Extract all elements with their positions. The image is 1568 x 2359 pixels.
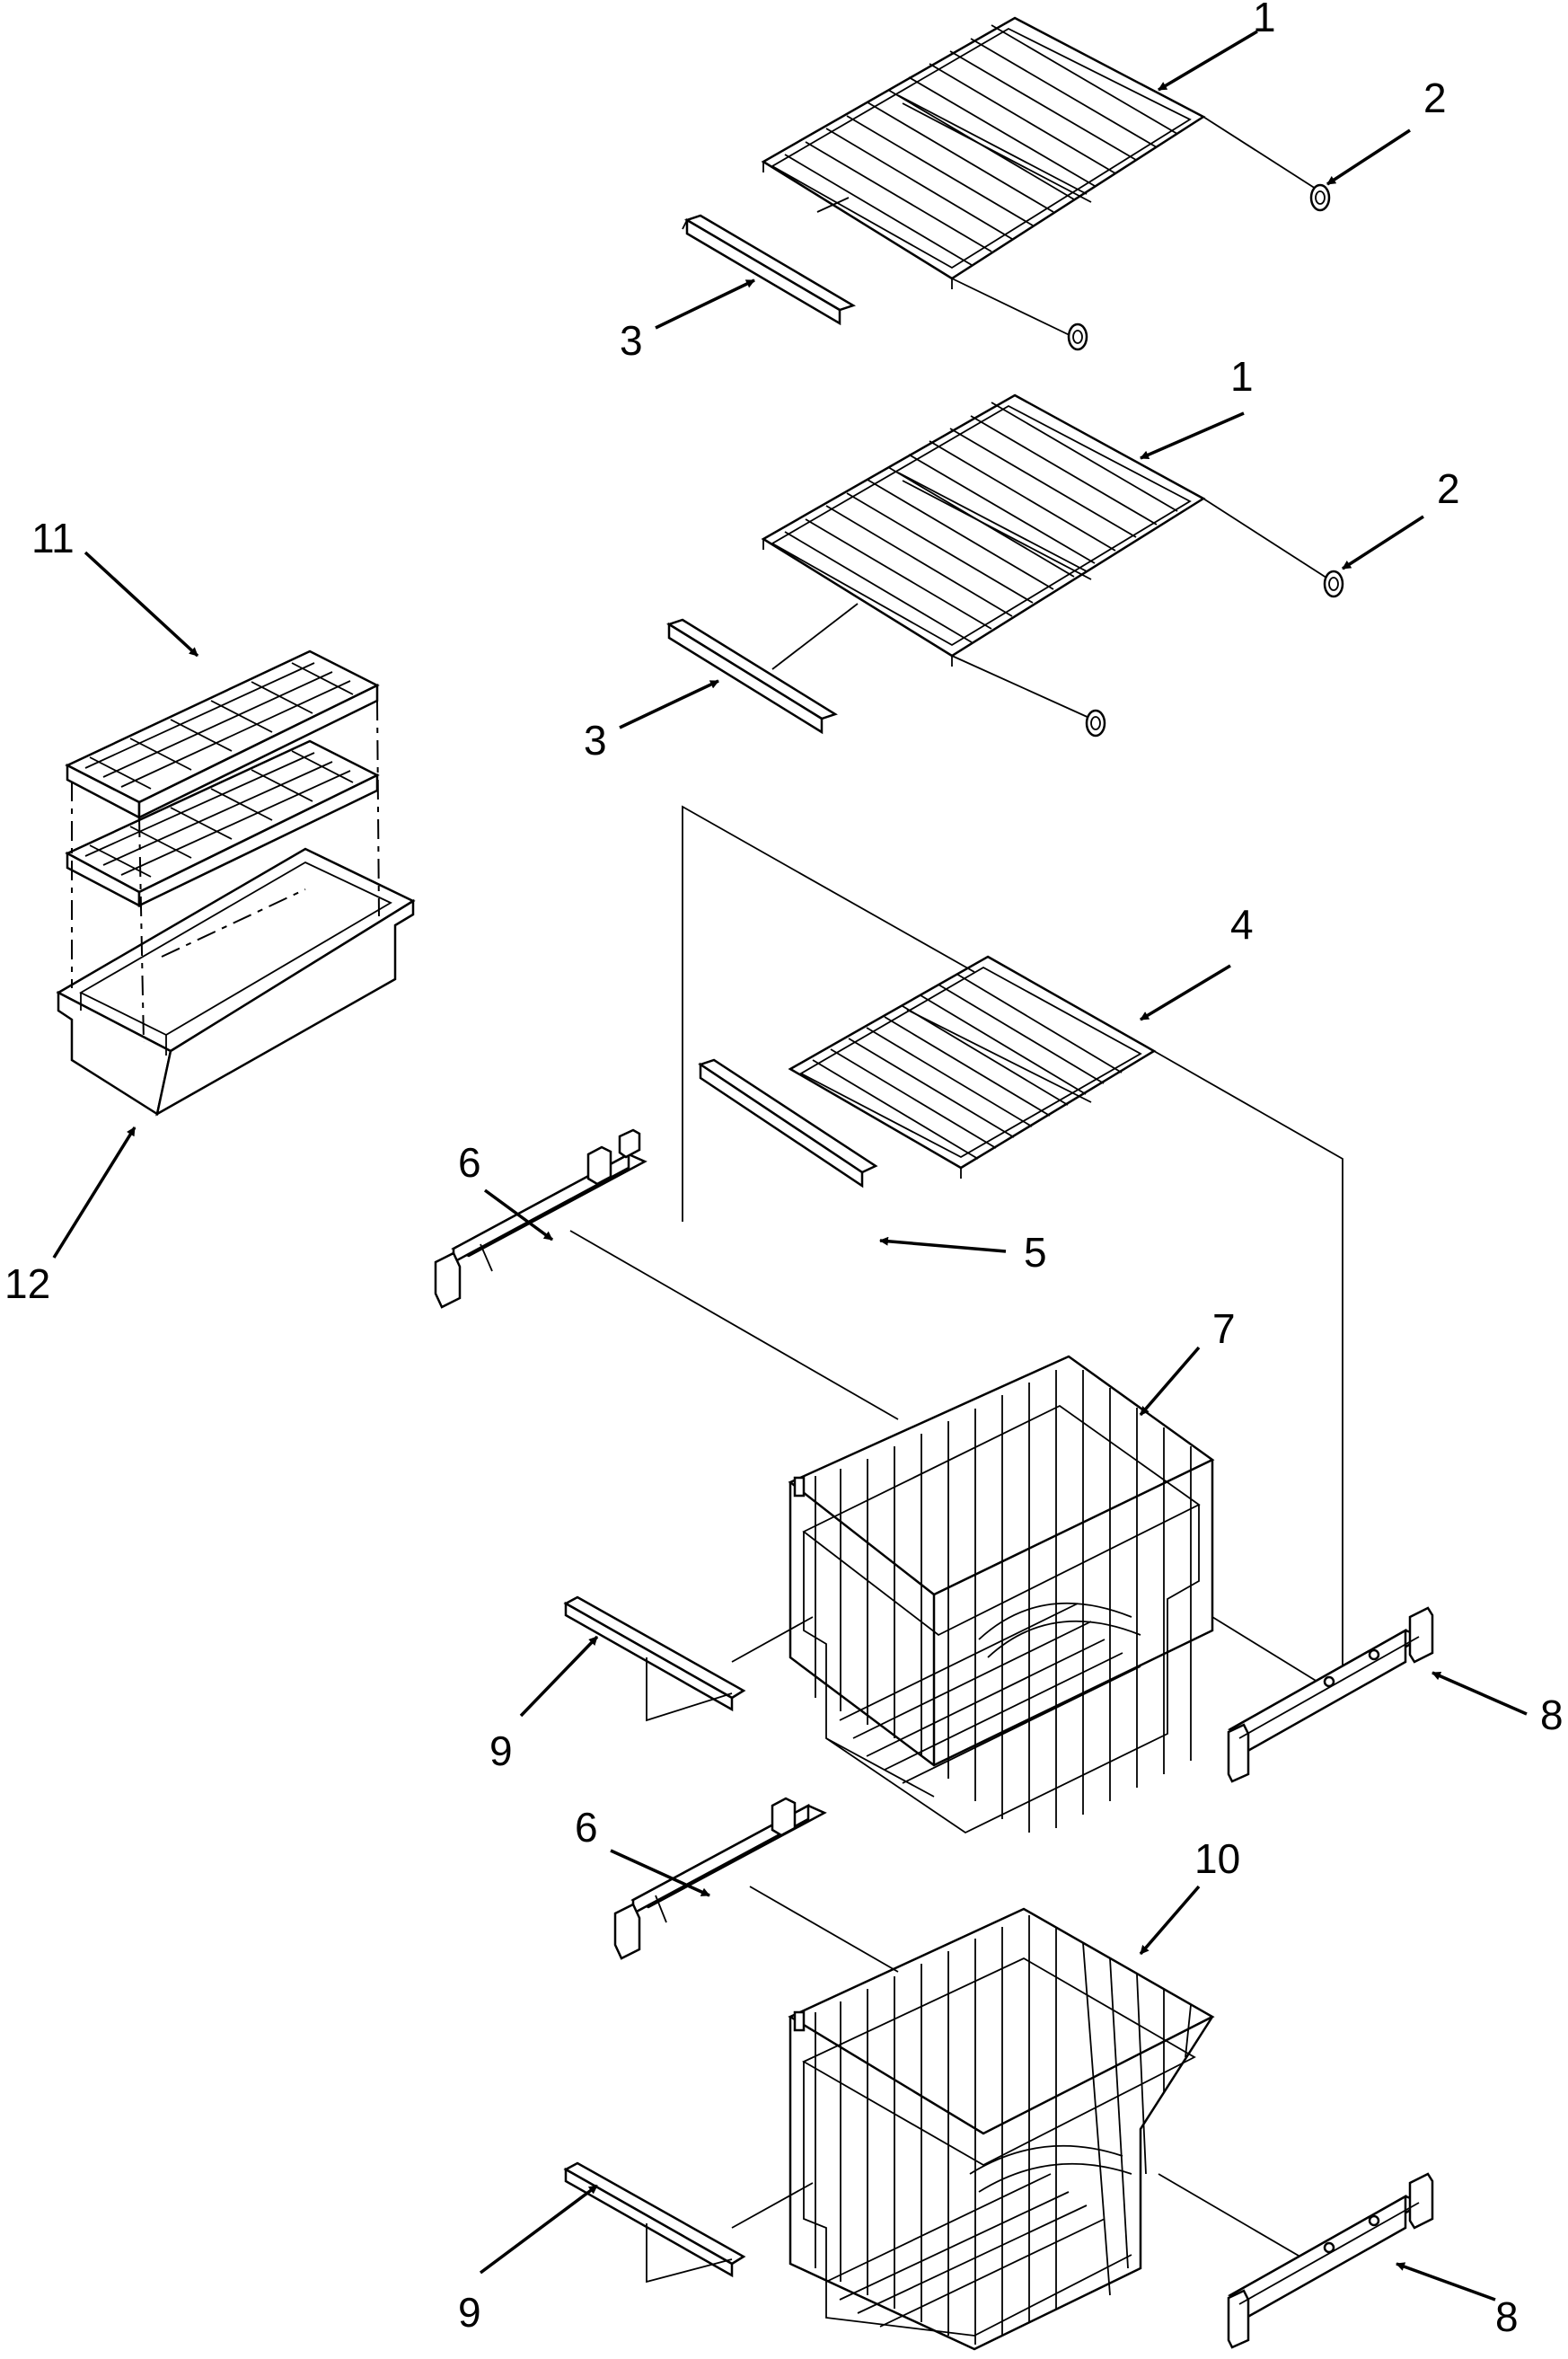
leader-line — [749, 1886, 899, 1973]
dashed-assembly-lines — [71, 700, 380, 1043]
leader-line — [1158, 2173, 1321, 2269]
callout-number: 8 — [1540, 1692, 1564, 1738]
callout-labels: 1 2 3 1 2 3 4 5 6 7 8 9 6 10 9 8 11 12 — [4, 0, 1564, 2340]
shelf-trim-strip — [682, 214, 857, 326]
leader-line — [951, 655, 1092, 720]
wire-basket-large — [788, 1355, 1215, 1834]
callout-number: 3 — [620, 317, 643, 364]
shelf-support-clip — [1067, 322, 1088, 351]
slide-rail-left-upper — [434, 1128, 647, 1309]
leader-line — [731, 2182, 814, 2229]
leader-line — [816, 197, 850, 213]
slide-rail-right-lower — [1227, 2172, 1434, 2349]
ice-bin — [56, 847, 416, 1117]
callout-number: 11 — [31, 515, 75, 561]
callout-number: 5 — [1024, 1229, 1047, 1276]
basket-trim-upper — [563, 1595, 746, 1722]
callout-number: 8 — [1495, 2293, 1519, 2340]
shelf-support-clip — [1085, 709, 1106, 738]
basket-trim-lower — [563, 2161, 746, 2284]
slide-rail-left-lower — [613, 1797, 827, 1960]
wire-basket-small — [788, 1907, 1215, 2351]
slide-rail-right-upper — [1227, 1606, 1434, 1783]
callout-number: 2 — [1437, 465, 1460, 512]
leader-line — [1202, 498, 1330, 580]
leader-line — [682, 805, 975, 1222]
shelf-support-clip — [1323, 570, 1344, 598]
leader-line — [951, 278, 1074, 338]
leader-line — [569, 1230, 899, 1420]
callout-arrows — [52, 30, 1528, 2302]
callout-number: 1 — [1253, 0, 1276, 40]
callout-number: 4 — [1230, 901, 1254, 948]
callout-number: 7 — [1212, 1305, 1236, 1352]
leader-line — [1211, 1616, 1330, 1690]
leader-line — [731, 1616, 814, 1663]
callout-number: 9 — [458, 2289, 481, 2336]
callout-number: 9 — [489, 1727, 513, 1774]
callout-number: 10 — [1194, 1835, 1240, 1882]
callout-number: 6 — [575, 1804, 598, 1851]
callout-number: 12 — [4, 1260, 50, 1307]
callout-number: 1 — [1230, 353, 1254, 400]
callout-number: 3 — [584, 717, 607, 764]
leader-line — [771, 603, 859, 670]
wire-shelf-upper — [761, 16, 1206, 289]
shelf-support-clip — [1309, 183, 1331, 212]
shelf-trim-strip — [698, 1058, 878, 1188]
leader-line — [1202, 116, 1317, 190]
callout-number: 2 — [1423, 75, 1447, 121]
wire-shelf-small — [788, 955, 1157, 1179]
shelf-trim-strip — [666, 618, 838, 735]
callout-number: 6 — [458, 1139, 481, 1186]
ice-cube-trays — [65, 649, 380, 908]
leader-line — [1153, 1050, 1343, 1666]
